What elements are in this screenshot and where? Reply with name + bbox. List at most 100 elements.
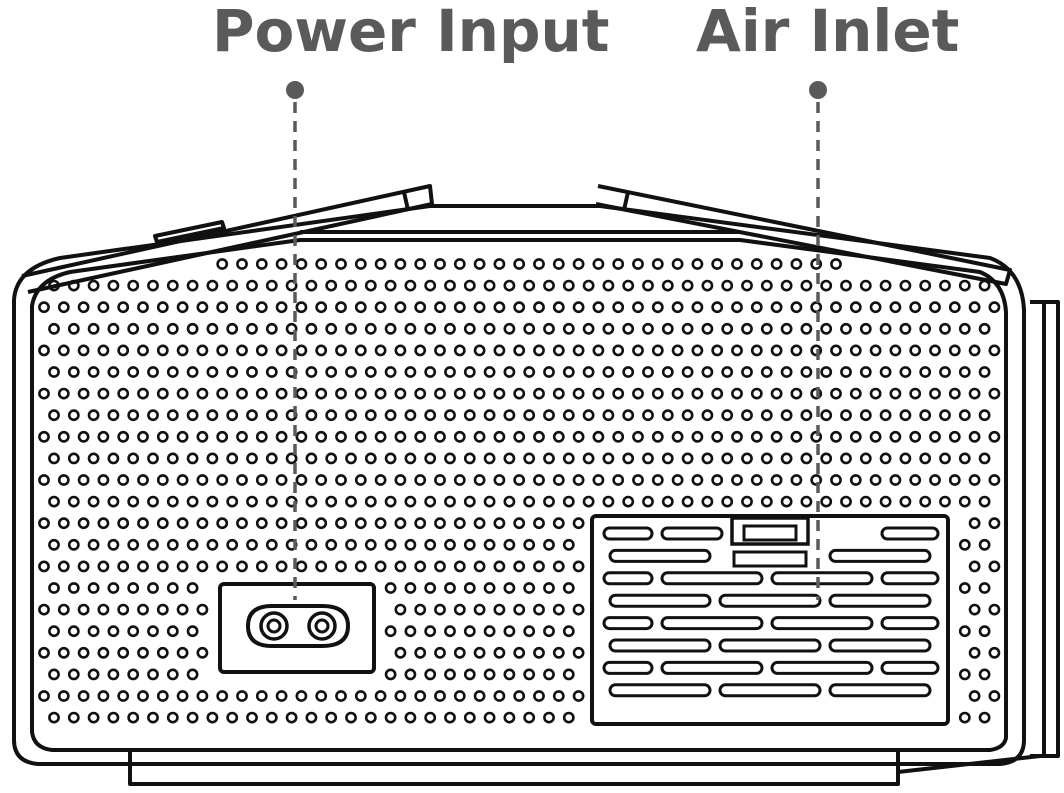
grille-hole (404, 366, 417, 378)
grille-hole (315, 301, 328, 314)
grille-hole (196, 301, 209, 314)
grille-hole (275, 690, 288, 702)
grille-hole (721, 409, 734, 422)
grille-hole (523, 322, 536, 335)
grille-hole (325, 711, 338, 724)
grille-hole (453, 430, 466, 443)
grille-hole (67, 711, 80, 724)
grille-hole (216, 387, 229, 400)
grille-hole (156, 430, 169, 443)
socket-pin (314, 618, 330, 634)
grille-hole (909, 474, 922, 486)
grille-hole (820, 409, 833, 422)
grille-hole (156, 387, 169, 400)
grille-hole (38, 603, 50, 616)
grille-hole (968, 560, 981, 573)
grille-hole (750, 344, 763, 357)
grille-hole (572, 646, 585, 659)
grille-hole (958, 279, 971, 292)
grille-hole (731, 258, 743, 270)
grille-hole (562, 668, 575, 681)
grille-hole (295, 690, 308, 702)
filter-slot (880, 660, 940, 675)
grille-hole (691, 344, 704, 357)
grille-hole (562, 625, 575, 638)
grille-hole (958, 625, 971, 638)
grille-hole (384, 366, 397, 378)
grille-hole (622, 279, 635, 292)
grille-hole (414, 560, 427, 573)
grille-hole (681, 279, 694, 292)
grille-hole (503, 279, 516, 292)
grille-hole (948, 430, 961, 443)
grille-hole (394, 517, 407, 530)
grille-hole (711, 344, 724, 357)
grille-hole (176, 646, 189, 659)
grille-hole (305, 452, 318, 465)
grille-hole (483, 538, 496, 551)
grille-hole (632, 430, 644, 443)
grille-hole (602, 366, 615, 378)
grille-hole (899, 452, 912, 465)
grille-hole (552, 603, 565, 616)
grille-hole (483, 495, 496, 508)
grille-hole (503, 366, 516, 378)
grille-hole (523, 582, 536, 594)
grille-hole (226, 279, 239, 292)
grille-hole (800, 452, 813, 465)
grille-hole (295, 517, 308, 530)
grille-hole (67, 668, 80, 681)
grille-hole (473, 603, 486, 616)
grille-hole (503, 538, 516, 551)
grille-hole (226, 711, 239, 724)
grille-hole (820, 495, 833, 508)
grille-hole (295, 301, 308, 314)
grille-hole (236, 258, 248, 270)
grille-hole (166, 452, 179, 465)
grille-hole (919, 495, 932, 508)
grille-hole (127, 711, 140, 724)
grille-hole (958, 366, 971, 378)
grille-hole (562, 279, 575, 292)
grille-hole (166, 322, 179, 335)
grille-hole (364, 322, 377, 335)
grille-hole (820, 322, 833, 335)
grille-hole (889, 430, 902, 443)
grille-hole (968, 430, 981, 443)
grille-hole (533, 258, 545, 270)
grille-hole (196, 517, 209, 530)
grille-hole (830, 301, 842, 314)
grille-hole (572, 430, 585, 443)
grille-hole (87, 711, 100, 724)
grille-hole (988, 344, 1001, 357)
grille-hole (117, 603, 130, 616)
grille-hole (741, 409, 753, 422)
grille-hole (463, 538, 476, 551)
filter-slot (660, 571, 764, 586)
grille-hole (97, 517, 110, 530)
grille-hole (48, 495, 60, 508)
grille-hole (206, 711, 219, 724)
grille-hole (117, 387, 130, 400)
grille-hole (176, 560, 189, 573)
grille-hole (335, 344, 347, 357)
grille-hole (87, 366, 100, 378)
grille-hole (67, 366, 80, 378)
grille-hole (107, 582, 120, 594)
grille-hole (246, 279, 258, 292)
filter-slot (828, 683, 932, 698)
grille-hole (968, 690, 981, 702)
grille-hole (226, 452, 239, 465)
grille-hole (889, 474, 902, 486)
grille-hole (889, 344, 902, 357)
grille-hole (523, 538, 536, 551)
grille-hole (572, 258, 585, 270)
grille-hole (434, 517, 446, 530)
grille-hole (503, 409, 516, 422)
grille-hole (117, 646, 130, 659)
grille-hole (493, 387, 506, 400)
socket-pin-ring (307, 611, 337, 641)
grille-hole (552, 301, 565, 314)
